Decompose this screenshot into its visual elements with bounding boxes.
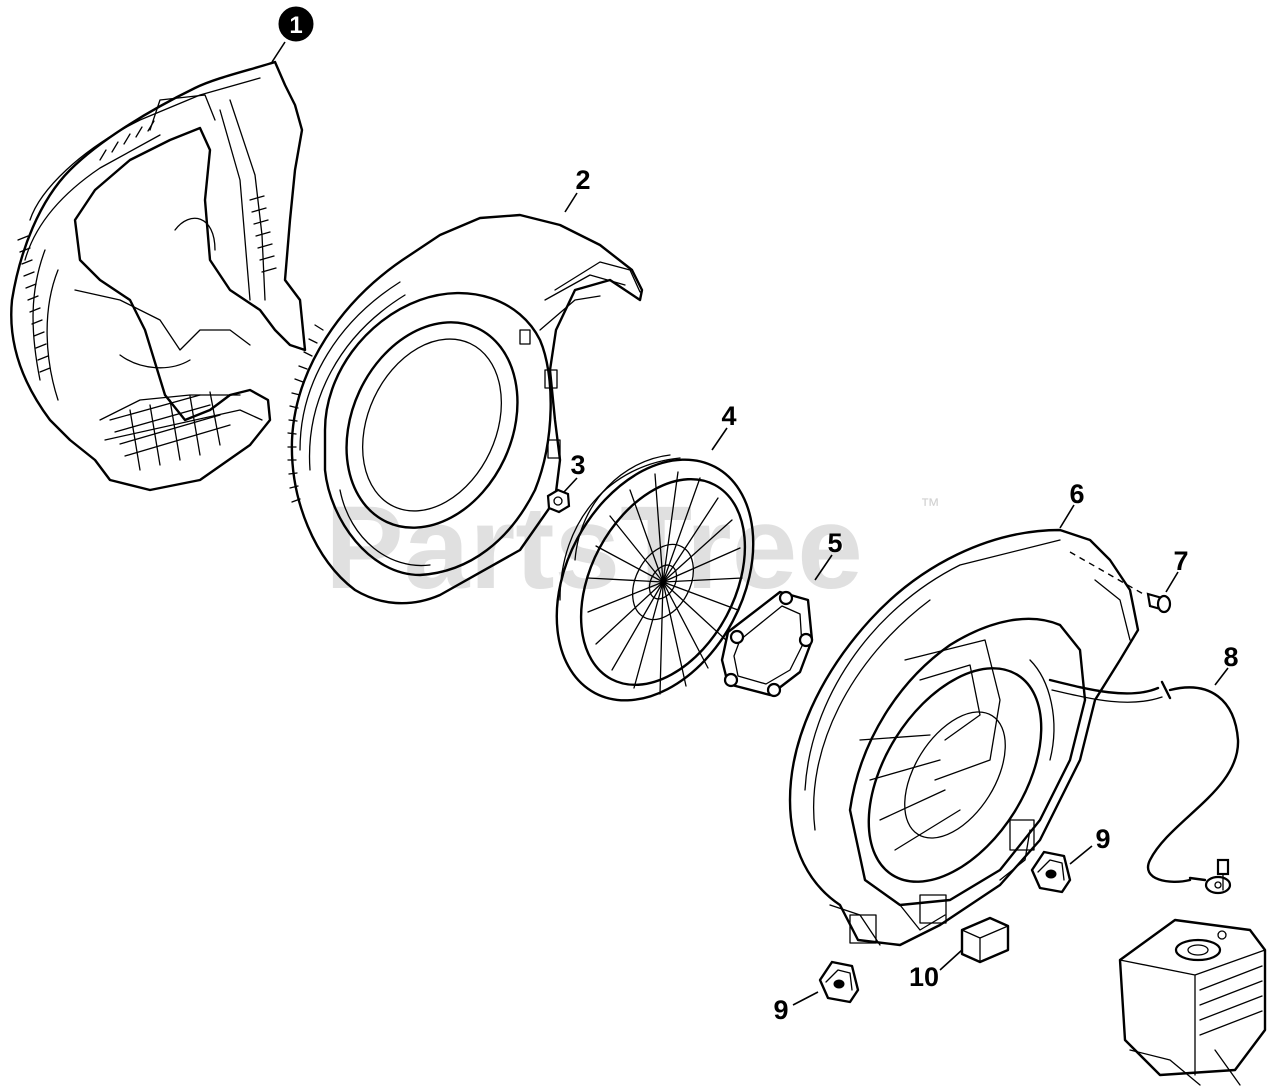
part-1-frame-housing[interactable] bbox=[10, 60, 307, 492]
callout-7[interactable]: 7 bbox=[1173, 546, 1188, 576]
callout-10[interactable]: 10 bbox=[909, 962, 939, 992]
part-3-nut[interactable] bbox=[546, 488, 571, 514]
leader-lines bbox=[271, 41, 1229, 1006]
part-4-impeller[interactable] bbox=[517, 426, 793, 735]
part-2-fan-casing[interactable] bbox=[287, 213, 644, 605]
part-9-mount-upper[interactable] bbox=[1030, 850, 1072, 894]
callout-5[interactable]: 5 bbox=[827, 528, 842, 558]
part-8-ground-wire[interactable] bbox=[1048, 678, 1240, 895]
callout-3[interactable]: 3 bbox=[570, 450, 585, 480]
callout-8[interactable]: 8 bbox=[1223, 642, 1238, 672]
part-9-mount-lower[interactable] bbox=[818, 960, 860, 1004]
watermark-trademark: ™ bbox=[920, 495, 940, 517]
callout-4[interactable]: 4 bbox=[721, 401, 736, 431]
callout-9-lower[interactable]: 9 bbox=[773, 995, 788, 1025]
callout-6[interactable]: 6 bbox=[1069, 479, 1084, 509]
part-7-screw[interactable] bbox=[1069, 551, 1172, 614]
part-5-gasket[interactable] bbox=[720, 590, 814, 698]
callout-2[interactable]: 2 bbox=[575, 165, 590, 195]
engine-cylinder bbox=[1118, 858, 1267, 1086]
callout-1-label: 1 bbox=[289, 12, 302, 39]
callout-9-upper[interactable]: 9 bbox=[1095, 824, 1110, 854]
callout-1[interactable]: 1 bbox=[278, 6, 314, 42]
part-6-inner-housing[interactable] bbox=[788, 528, 1140, 947]
part-10-rubber-block[interactable] bbox=[960, 916, 1010, 964]
